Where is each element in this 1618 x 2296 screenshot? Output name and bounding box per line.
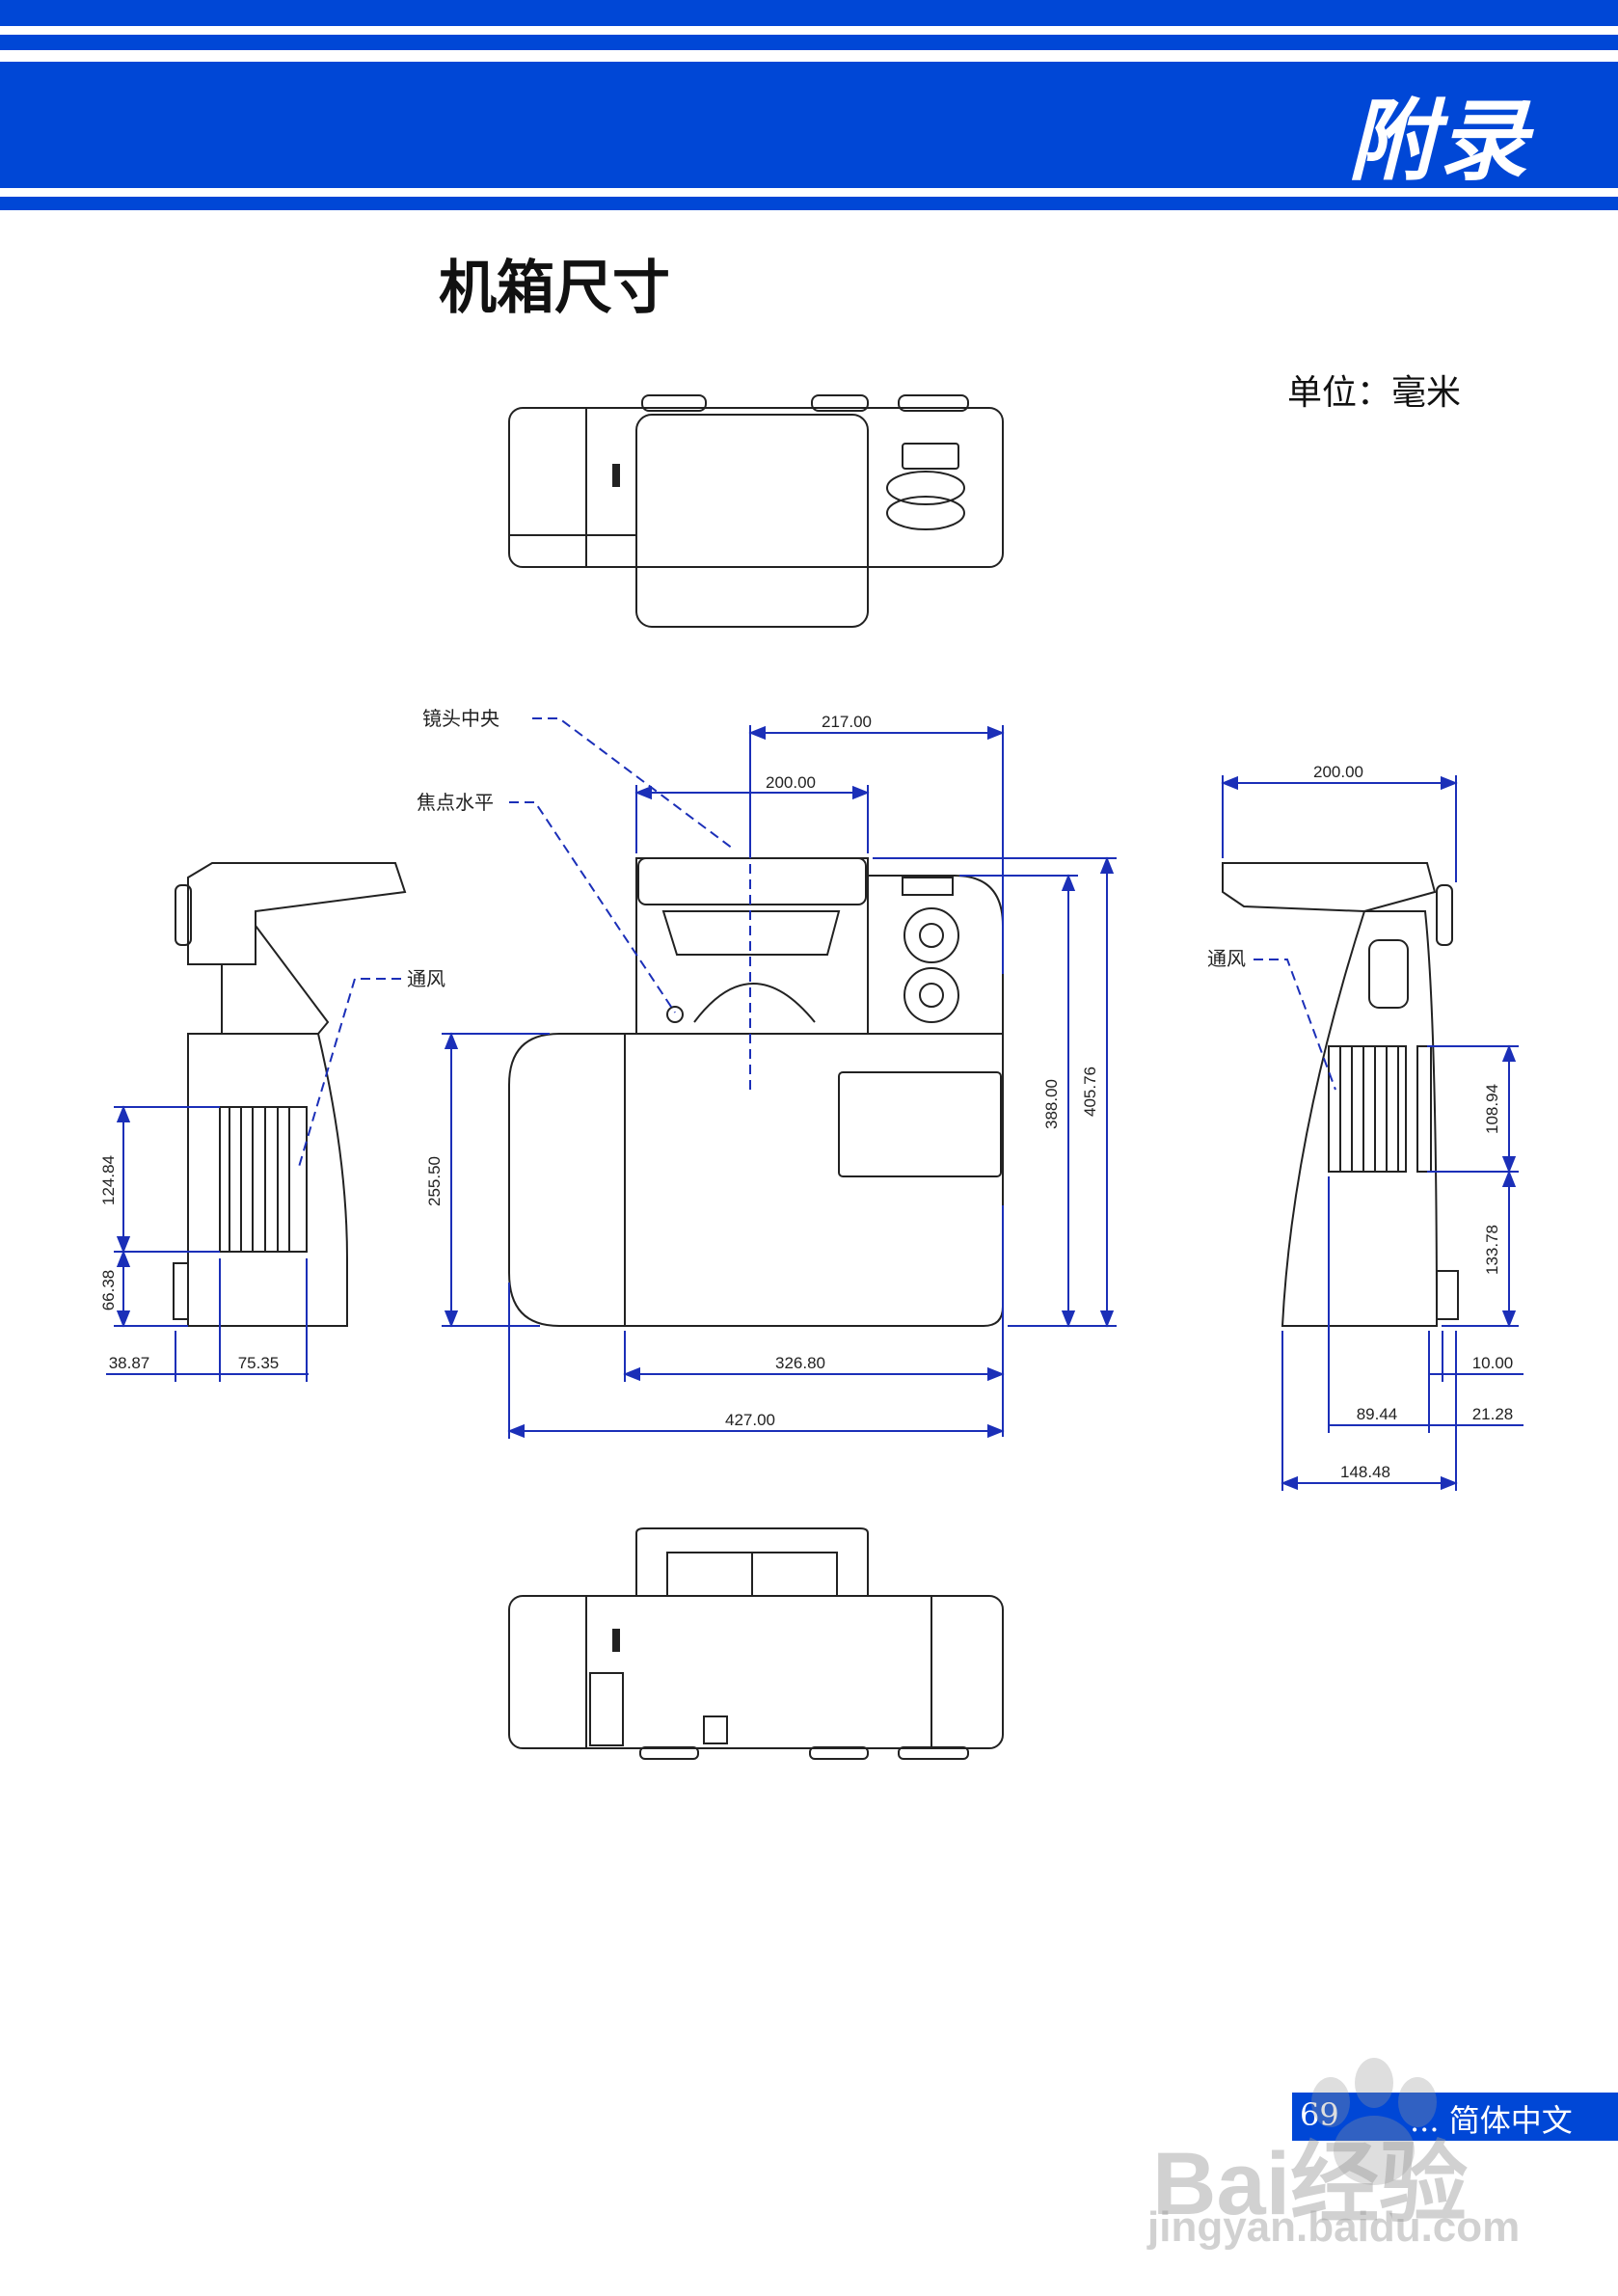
- front-dimensions: [442, 717, 1117, 1439]
- dim-108: 108.94: [1483, 1084, 1501, 1134]
- dim-217: 217.00: [822, 713, 872, 731]
- dim-75: 75.35: [238, 1354, 280, 1372]
- header-band-bottom: [0, 197, 1618, 210]
- dim-388: 388.00: [1042, 1079, 1061, 1129]
- dim-255: 255.50: [425, 1156, 444, 1206]
- dim-21: 21.28: [1472, 1405, 1514, 1423]
- watermark-brand: Bai经验: [1152, 2135, 1469, 2233]
- paw-watermark-icon: [1311, 2058, 1437, 2185]
- callout-vent-right: 通风: [1207, 947, 1246, 970]
- dim-89: 89.44: [1357, 1405, 1398, 1423]
- callout-labels: 镜头中央 焦点水平 通风 通风: [407, 707, 1246, 990]
- callout-vent-left: 通风: [407, 967, 445, 990]
- callout-focus-level: 焦点水平: [417, 791, 494, 814]
- dim-405: 405.76: [1081, 1067, 1099, 1117]
- language-label: ... 简体中文: [1410, 2102, 1573, 2139]
- footer-bar: [1292, 2093, 1618, 2141]
- header-band-main: [0, 62, 1618, 188]
- header-title: 附录: [1347, 90, 1529, 193]
- left-dimensions: [106, 978, 401, 1382]
- dim-326: 326.80: [775, 1354, 825, 1372]
- dim-133: 133.78: [1483, 1225, 1501, 1275]
- front-view: [508, 857, 1004, 1327]
- bottom-view: [508, 1527, 1004, 1760]
- dim-38: 38.87: [109, 1354, 150, 1372]
- dim-124: 124.84: [99, 1155, 118, 1205]
- top-view: [508, 394, 1004, 628]
- page-number: 69: [1300, 2096, 1339, 2133]
- dim-200-right: 200.00: [1313, 763, 1363, 781]
- unit-label: 单位：毫米: [1287, 373, 1462, 413]
- header-band-thin: [0, 35, 1618, 50]
- dimension-labels: 217.00 200.00 388.00 405.76 255.50 326.8…: [99, 713, 1513, 1481]
- dim-66: 66.38: [99, 1270, 118, 1311]
- dim-10: 10.00: [1472, 1354, 1514, 1372]
- callout-lens-center: 镜头中央: [422, 707, 499, 730]
- dim-148: 148.48: [1340, 1463, 1390, 1481]
- right-side-view: [1222, 862, 1459, 1327]
- dim-427: 427.00: [725, 1411, 775, 1429]
- right-dimensions: [1221, 775, 1524, 1491]
- header-band-top: [0, 0, 1618, 26]
- watermark-url: jingyan.baidu.com: [1147, 2203, 1521, 2251]
- left-side-view: [173, 862, 407, 1327]
- page-title: 机箱尺寸: [439, 255, 670, 322]
- dim-200-front: 200.00: [766, 773, 816, 792]
